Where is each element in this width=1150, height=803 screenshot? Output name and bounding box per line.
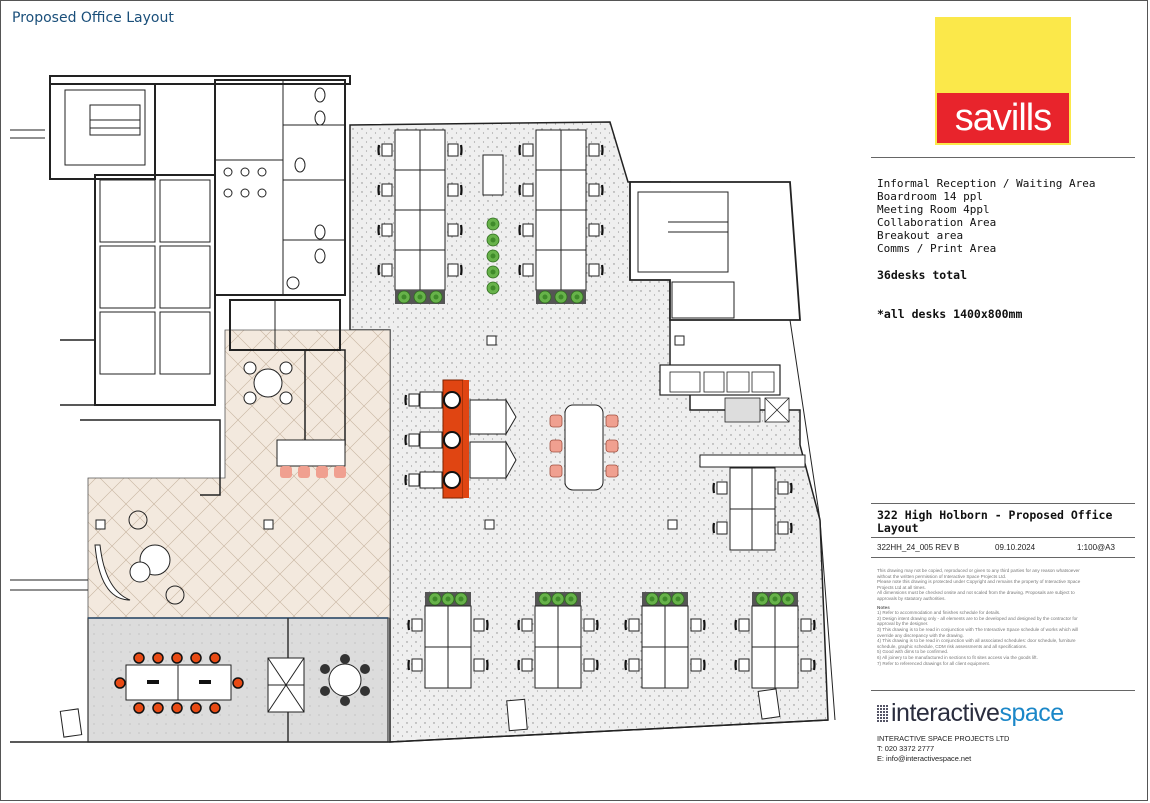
desk-count: 36desks total: [877, 268, 968, 282]
logo-word-space: space: [999, 698, 1064, 727]
note-line: approval by the designer.: [877, 621, 929, 627]
note-line: 4) This drawing is to be read in conjunc…: [877, 638, 1076, 644]
desk-size-note: *all desks 1400x800mm: [877, 307, 1023, 321]
plant-column: [482, 154, 504, 295]
disclaimer-line: This drawing may not be copied, reproduc…: [877, 568, 1080, 573]
desk-cluster-right: [699, 454, 806, 551]
disclaimer-line: Please note this drawing is protected un…: [877, 579, 1081, 585]
logo-word-interactive: interactive: [891, 698, 1000, 727]
building-core: [10, 75, 351, 591]
note-line: 7) Refer to referenced drawings for all …: [877, 660, 991, 666]
area-label: Comms / Print Area: [877, 242, 997, 255]
company-email: E: info@interactivespace.net: [877, 754, 972, 763]
disclaimer-and-notes: This drawing may not be copied, reproduc…: [877, 568, 1132, 666]
note-line: schedule, graphic schedule, CDM risk ass…: [877, 643, 1028, 649]
note-line: 1) Refer to accommodation and finishes s…: [877, 610, 1001, 616]
divider: [871, 157, 1135, 158]
disclaimer-line: approvals by statutory authorities.: [877, 595, 946, 601]
area-label: Collaboration Area: [877, 216, 997, 229]
desk-cluster-top-left: [377, 129, 463, 304]
desk-clusters-bottom: [407, 592, 816, 732]
savills-logo: savills: [935, 17, 1071, 145]
area-label: Informal Reception / Waiting Area: [877, 177, 1096, 190]
divider: [871, 690, 1135, 691]
note-line: 5) Good with dims to be confirmed.: [877, 649, 949, 655]
floor-plan: [10, 75, 836, 743]
drawing-scale: 1:100@A3: [1077, 543, 1115, 552]
drawing-number: 322HH_24_005 REV B: [877, 543, 960, 552]
logo-grid-icon: [877, 704, 889, 722]
disclaimer-line: without the written permission of Intera…: [877, 573, 1007, 579]
area-label: Boardroom 14 ppl: [877, 190, 983, 203]
title-block: savills Informal Reception / Waiting Are…: [871, 0, 1136, 801]
area-label: Breakout area: [877, 229, 964, 242]
project-title: 322 High Holborn - Proposed Office Layou…: [877, 508, 1113, 535]
divider: [871, 503, 1135, 504]
disclaimer-line: All dimensions must be checked onsite an…: [877, 590, 1075, 596]
savills-logo-red-band: [937, 93, 1069, 143]
area-label: Meeting Room 4ppl: [877, 203, 990, 216]
drawing-date: 09.10.2024: [995, 543, 1036, 552]
structural-columns: [95, 335, 685, 530]
savills-logo-text: savills: [954, 97, 1052, 139]
company-name: INTERACTIVE SPACE PROJECTS LTD: [877, 734, 1010, 743]
company-contact: INTERACTIVE SPACE PROJECTS LTD T: 020 33…: [877, 734, 1009, 764]
toilet-fixtures: [223, 87, 326, 290]
boardroom: [59, 652, 370, 738]
note-line: 6) All joinery to be manufactured in sec…: [877, 654, 1038, 660]
note-line: 3) This drawing is to be read in conjunc…: [877, 626, 1079, 632]
disclaimer-line: Projects Ltd at all times.: [877, 584, 926, 590]
note-line: 2) Design intent drawing only - all elem…: [877, 615, 1078, 621]
company-phone: T: 020 3372 2777: [877, 744, 935, 753]
note-line: override any discrepancy with the drawin…: [877, 632, 964, 638]
stair-core-right: [629, 181, 801, 423]
breakout-furniture: [94, 361, 346, 605]
notes-heading: Notes: [877, 604, 890, 610]
area-legend: Informal Reception / Waiting Area Boardr…: [877, 177, 1096, 255]
divider: [871, 537, 1135, 538]
page-title: Proposed Office Layout: [12, 10, 174, 26]
divider: [871, 557, 1135, 558]
desk-cluster-top-right: [518, 129, 604, 304]
collaboration-area: [404, 379, 619, 499]
